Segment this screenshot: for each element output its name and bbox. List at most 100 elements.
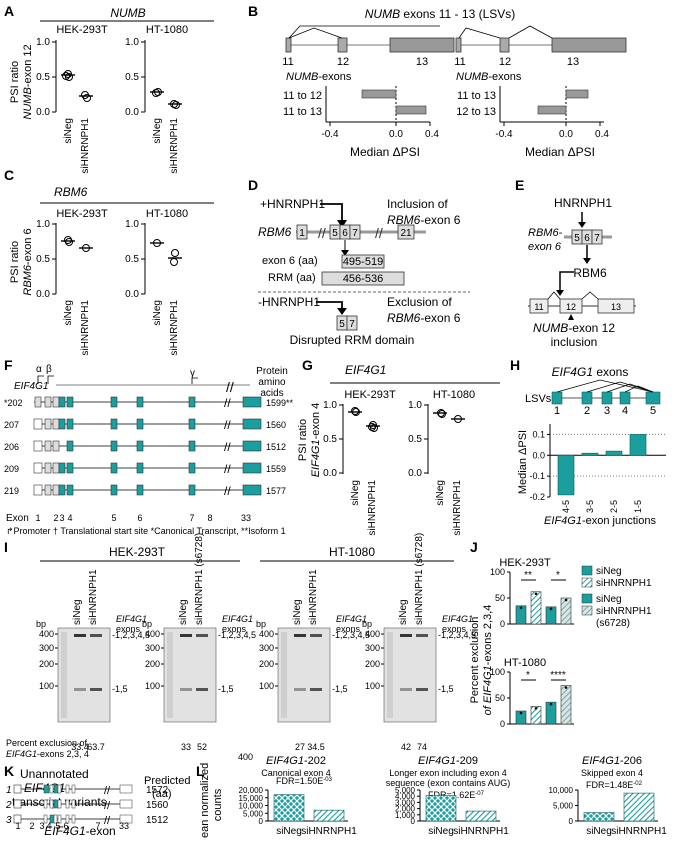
panel-c-title: RBM6	[54, 185, 88, 199]
panel-h-exon: 3	[604, 405, 610, 417]
panel-e-exon: 6	[584, 233, 590, 244]
exon-number: 7	[189, 513, 194, 523]
panel-b-xtick: -0.4	[495, 129, 513, 140]
legend-swatch	[581, 605, 593, 616]
ladder-label: 400	[259, 629, 274, 639]
percent-value: 42	[401, 742, 411, 752]
ladder-label: 200	[39, 659, 54, 669]
panel-g-title: EIF4G1	[345, 363, 386, 377]
panel-j-ylabel-2: of EIF4G1-exons 2,3,4	[482, 605, 494, 716]
panel-l-title: EIF4G1-206	[582, 755, 642, 767]
panel-f-header: amino	[258, 377, 286, 388]
percent-value: 33.4	[71, 742, 89, 752]
exon-number: 2	[29, 821, 34, 831]
panel-b-bar	[361, 89, 397, 99]
panel-j-cell: HT-1080	[504, 657, 546, 669]
data-point	[549, 607, 553, 611]
band-label: -1,2,3,4,5	[112, 630, 150, 640]
exon-box	[66, 418, 74, 430]
panel-a-ytick: 1.0	[125, 37, 139, 48]
panel-e-label: exon 6	[528, 241, 562, 253]
exon-box	[53, 814, 58, 824]
exon-box	[110, 440, 118, 452]
percent-value: 52	[197, 742, 207, 752]
panel-l-subtitle: Canonical exon 4	[261, 768, 331, 778]
exon-box	[52, 484, 60, 496]
exon-box	[71, 784, 76, 794]
panel-c: C RBM6 HEK-293T HT-1080 PSI ratio RBM6-e…	[4, 167, 214, 356]
lane-label: siHNRNPH1	[308, 569, 319, 625]
exon-box	[58, 462, 66, 474]
gel-gene: EIF4G1	[222, 614, 253, 624]
panel-a-xcat: siNeg	[63, 118, 74, 144]
bar	[583, 812, 615, 822]
panel-b-row-label: 11 to 12	[283, 90, 322, 102]
panel-h-ytick: 0.0	[532, 450, 545, 460]
category-label: 4-5	[561, 500, 571, 513]
band-label: -1,5	[438, 684, 454, 694]
exon-number: 6	[63, 821, 68, 831]
panel-d: D +HNRNPH1 Inclusion of RBM6-exon 6 RBM6…	[248, 177, 470, 347]
panel-d-inclusion: Inclusion of	[387, 197, 448, 211]
panel-e-exon: 13	[611, 302, 621, 312]
panel-e-letter: E	[515, 177, 524, 193]
exon-number: 3	[39, 821, 44, 831]
ladder-label: 200	[145, 659, 160, 669]
exon-box	[66, 440, 74, 452]
panel-c-xcat: siNeg	[63, 300, 74, 326]
panel-a-xcat: siHNRNPH1	[80, 118, 91, 174]
bp-label: bp	[256, 619, 266, 629]
band-label: -1,5	[218, 684, 234, 694]
panel-c-ytick: 1.0	[36, 219, 50, 230]
lane-label: siNeg	[292, 599, 303, 625]
category-label: siHNRNPH1	[301, 826, 357, 837]
panel-f-gene: EIF4G1	[14, 381, 48, 392]
exon-box	[66, 396, 74, 408]
panel-g-ytick: 1.0	[408, 400, 422, 411]
panel-j-legend: siNeg	[596, 566, 622, 577]
panel-e-exon: 12	[566, 302, 576, 312]
legend-swatch	[581, 577, 593, 588]
panel-l-ytick: 0	[569, 817, 574, 826]
panel-a-letter: A	[4, 3, 14, 19]
panel-a-xcat: siHNRNPH1	[169, 118, 180, 174]
exon-box	[136, 484, 144, 496]
panel-l-subtitle: Skipped exon 4	[581, 768, 643, 778]
panel-a-ytick: 0.0	[36, 107, 50, 118]
percent-value: 74	[417, 742, 427, 752]
data-point	[549, 702, 553, 706]
gel-exons: exons	[442, 624, 467, 634]
significance: *	[556, 570, 560, 581]
panel-a-ytick: 0.5	[36, 72, 50, 83]
panel-d-exon: 5	[332, 228, 338, 239]
transcript-aa: 1560	[266, 420, 286, 430]
panel-a-xcat: siNeg	[152, 118, 163, 144]
panel-i-stray: 400	[238, 752, 253, 762]
exon-box	[136, 440, 144, 452]
panel-b-letter: B	[248, 3, 258, 19]
panel-f-transcripts: *202//1599**207//1560206//1512209//15592…	[4, 396, 294, 498]
exon-box	[44, 462, 52, 474]
panel-k-title: Unannotated	[20, 767, 89, 781]
panel-k-letter: K	[4, 763, 14, 779]
panel-a: A NUMB HEK-293T HT-1080 PSI ratio NUMB-e…	[4, 3, 214, 174]
panel-j-cell: HEK-293T	[499, 557, 551, 569]
exon-box	[242, 462, 262, 474]
panel-e-rbm6: RBM6	[573, 266, 607, 280]
transcript-aa: 1512	[266, 442, 286, 452]
panel-h-exon: 2	[584, 405, 590, 417]
exon-box	[58, 484, 66, 496]
break-mark: //	[224, 462, 231, 476]
panel-d-plus: +HNRNPH1	[260, 197, 325, 211]
bar	[545, 701, 557, 725]
panel-k-xlabel: EIF4G1-exon	[44, 824, 115, 838]
panel-h-ytick: -0.2	[529, 492, 545, 502]
exon-number: 7	[95, 821, 100, 831]
panel-c-ytick: 0.0	[125, 289, 139, 300]
exon-number: 4	[46, 821, 51, 831]
exon-number: 2	[53, 513, 58, 523]
panel-b-exon-label: 11	[454, 56, 465, 68]
lane-label: siNeg	[178, 599, 189, 625]
band	[400, 634, 412, 637]
